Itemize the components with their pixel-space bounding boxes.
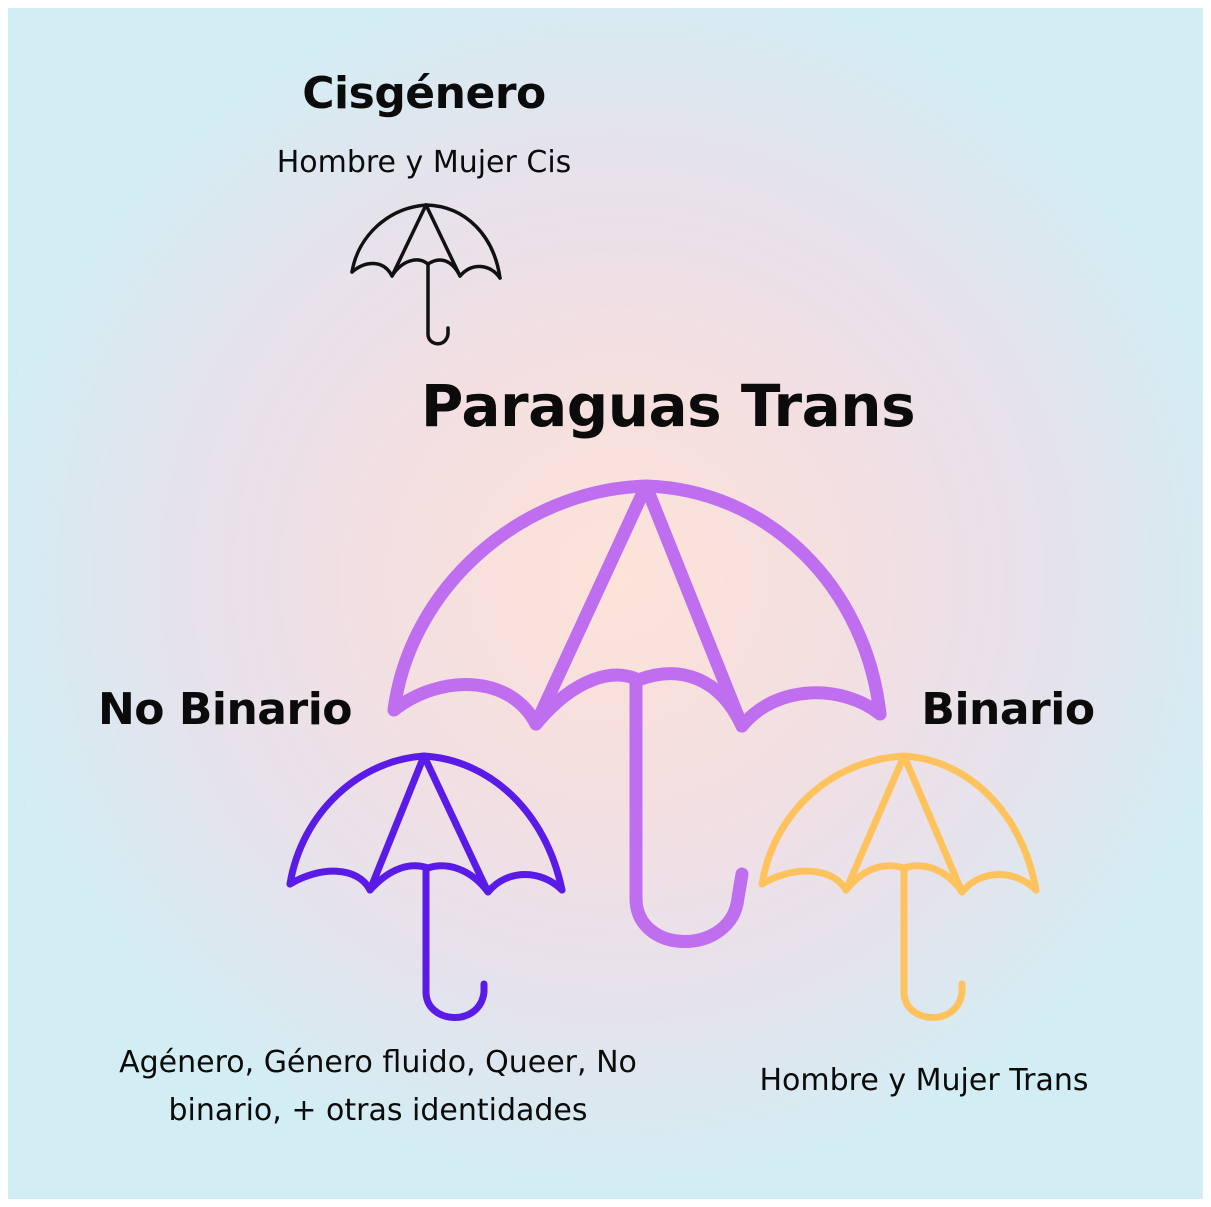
cisgenero-title: Cisgénero (302, 68, 546, 119)
binario-title: Binario (921, 684, 1095, 735)
binario-subtitle: Hombre y Mujer Trans (759, 1063, 1089, 1098)
paraguas-trans-umbrella-icon (387, 479, 887, 948)
paraguas-trans-title: Paraguas Trans (420, 372, 916, 440)
no-binario-subtitle-line1: Agénero, Género fluido, Queer, No (119, 1045, 637, 1080)
cisgenero-umbrella-icon (350, 203, 502, 346)
infographic-canvas: Cisgénero Hombre y Mujer Cis Paraguas Tr… (8, 8, 1203, 1199)
no-binario-title: No Binario (97, 684, 353, 735)
no-binario-umbrella-icon (286, 752, 566, 1021)
binario-umbrella-icon (758, 752, 1040, 1021)
cisgenero-subtitle: Hombre y Mujer Cis (276, 145, 572, 180)
no-binario-subtitle-line2: binario, + otras identidades (168, 1093, 588, 1128)
